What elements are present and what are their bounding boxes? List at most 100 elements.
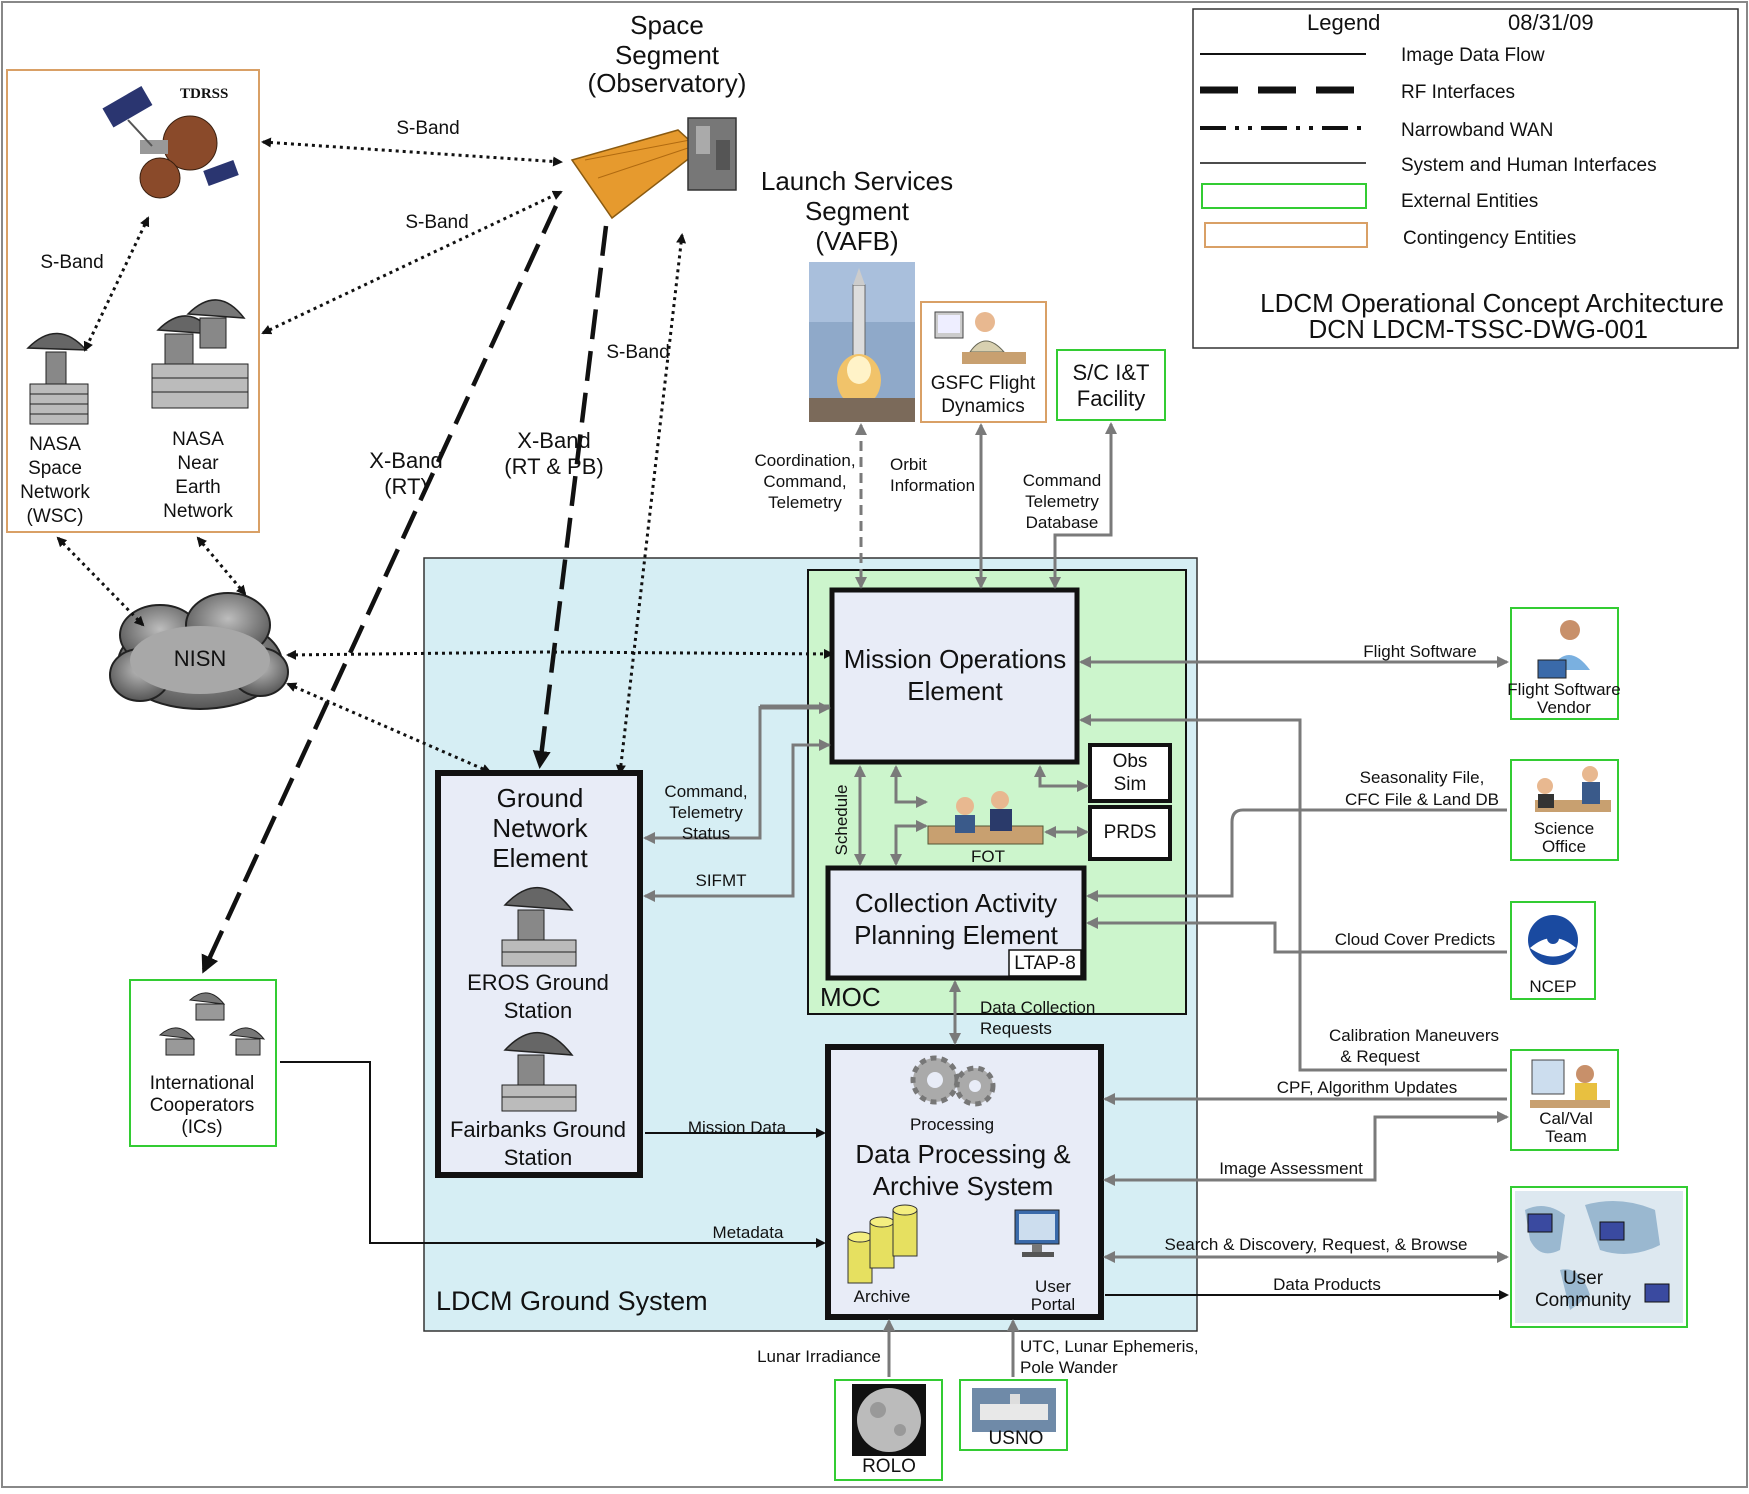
cloud-cover-label: Cloud Cover Predicts [1335,930,1496,949]
legend-item-interfaces: System and Human Interfaces [1401,155,1657,176]
legend-date: 08/31/09 [1508,10,1594,35]
x-band-rt-label-1: X-Band [369,448,442,473]
noaa-logo-icon [1528,915,1578,965]
ics-label-1: International [150,1073,255,1094]
metadata-label: Metadata [713,1223,784,1242]
x-band-rtpb-label-1: X-Band [517,428,590,453]
s-band-label-gne: S-Band [606,342,669,363]
sc-it-label-2: Facility [1077,386,1145,411]
fsw-vendor-label-2: Vendor [1537,698,1591,717]
s-band-links [56,137,834,775]
ics-label-3: (ICs) [181,1117,222,1138]
fot-people-icon [927,791,1044,845]
nisn-cloud-icon: NISN [109,592,289,710]
sifmt-label: SIFMT [696,871,747,890]
moe-label-1: Mission Operations [844,644,1067,674]
prds-label: PRDS [1104,822,1157,843]
sc-it-facility-box[interactable] [1056,349,1166,421]
nisn-label: NISN [174,646,227,671]
fsw-vendor-person-icon [1537,620,1590,679]
rocket-launch-photo [809,262,915,422]
prds-box[interactable] [1088,805,1172,861]
archive-cylinders-icon [847,1204,918,1284]
eros-label-2: Station [504,998,573,1023]
nasa-near-earth-antenna-icon [151,299,249,409]
legend-box [1192,8,1739,349]
coordination-label-2: Command, [763,472,846,491]
science-office-people-icon [1535,766,1611,812]
gne-label-1: Ground [497,783,584,813]
ics-antennas-icon [158,992,266,1056]
calibration-label-2: & Request [1340,1047,1420,1066]
orbit-label-2: Information [890,476,975,495]
legend-swatch-contingency [1204,222,1368,248]
dpas-label-1: Data Processing & [855,1139,1070,1169]
cape-label-1: Collection Activity [855,888,1057,918]
schedule-label: Schedule [832,785,851,856]
utc-label-1: UTC, Lunar Ephemeris, [1020,1337,1199,1356]
nasa-near-earth-label-4: Network [163,501,233,522]
legend-item-image-data: Image Data Flow [1401,45,1545,66]
obs-sim-label-1: Obs [1113,751,1148,772]
mission-operations-element[interactable] [829,587,1080,765]
flight-software-label: Flight Software [1363,642,1476,661]
cpf-label: CPF, Algorithm Updates [1277,1078,1457,1097]
space-segment: Space Segment (Observatory) [570,10,746,220]
launch-services-segment: Launch Services Segment (VAFB) [761,166,953,422]
gsfc-label-1: GSFC Flight [931,373,1036,394]
mission-data-label: Mission Data [688,1118,787,1137]
cmd-tlm-db-label-3: Database [1026,513,1099,532]
processing-label: Processing [910,1115,994,1134]
launch-label-3: (VAFB) [815,226,898,256]
s-band-label-tdrss-wsc: S-Band [40,252,103,273]
gne-label-3: Element [492,843,588,873]
fairbanks-label-1: Fairbanks Ground [450,1117,626,1142]
obs-sim-box[interactable] [1088,743,1172,803]
user-portal-monitor-icon [1014,1209,1060,1257]
gne-label-2: Network [492,813,588,843]
archive-label: Archive [854,1287,911,1306]
legend-title: Legend [1307,10,1380,35]
x-band-rt-label-2: (RT) [384,474,428,499]
calibration-label-1: Calibration Maneuvers [1329,1026,1499,1045]
legend-caption-2: DCN LDCM-TSSC-DWG-001 [1309,314,1648,344]
fairbanks-label-2: Station [504,1145,573,1170]
user-portal-label-2: Portal [1031,1295,1075,1314]
interface-labels: Coordination, Command, Telemetry Orbit I… [664,451,1499,1377]
fsw-vendor-label-1: Flight Software [1507,680,1620,699]
nasa-space-network-label-3: Network [20,482,90,503]
legend-item-contingency: Contingency Entities [1403,228,1576,249]
ltap-box[interactable] [1008,949,1082,977]
cmd-tlm-status-label-2: Telemetry [669,803,743,822]
tdrss-satellite-icon [102,85,239,199]
image-assessment-label: Image Assessment [1219,1159,1363,1178]
eros-label-1: EROS Ground [467,970,609,995]
launch-label-2: Segment [805,196,910,226]
user-community-label-1: User [1563,1268,1604,1289]
sc-it-label-1: S/C I&T [1072,360,1149,385]
moc-label: MOC [820,982,881,1012]
x-band-rtpb-label-2: (RT & PB) [504,454,603,479]
x-band-links [201,205,609,974]
calval-label-1: Cal/Val [1539,1109,1593,1128]
cmd-tlm-status-label-1: Command, [664,782,747,801]
data-collection-label-1: Data Collection [980,998,1095,1017]
data-products-label: Data Products [1273,1275,1381,1294]
nasa-space-network-antenna-icon [26,332,89,425]
data-collection-label-2: Requests [980,1019,1052,1038]
eros-antenna-icon [501,887,577,967]
tdrss-contingency-group: TDRSS NASA Space Network [6,69,260,533]
nasa-space-network-label-4: (WSC) [27,506,84,527]
science-office-label-1: Science [1534,819,1594,838]
coordination-label-1: Coordination, [754,451,855,470]
user-community-label-2: Community [1535,1290,1632,1311]
ics-label-2: Cooperators [150,1095,255,1116]
world-map-icon [1515,1191,1683,1323]
ltap-label: LTAP-8 [1014,953,1076,974]
launch-label-1: Launch Services [761,166,953,196]
coordination-label-3: Telemetry [768,493,842,512]
gsfc-person-computer-icon [934,311,1026,364]
cape-label-2: Planning Element [854,920,1059,950]
